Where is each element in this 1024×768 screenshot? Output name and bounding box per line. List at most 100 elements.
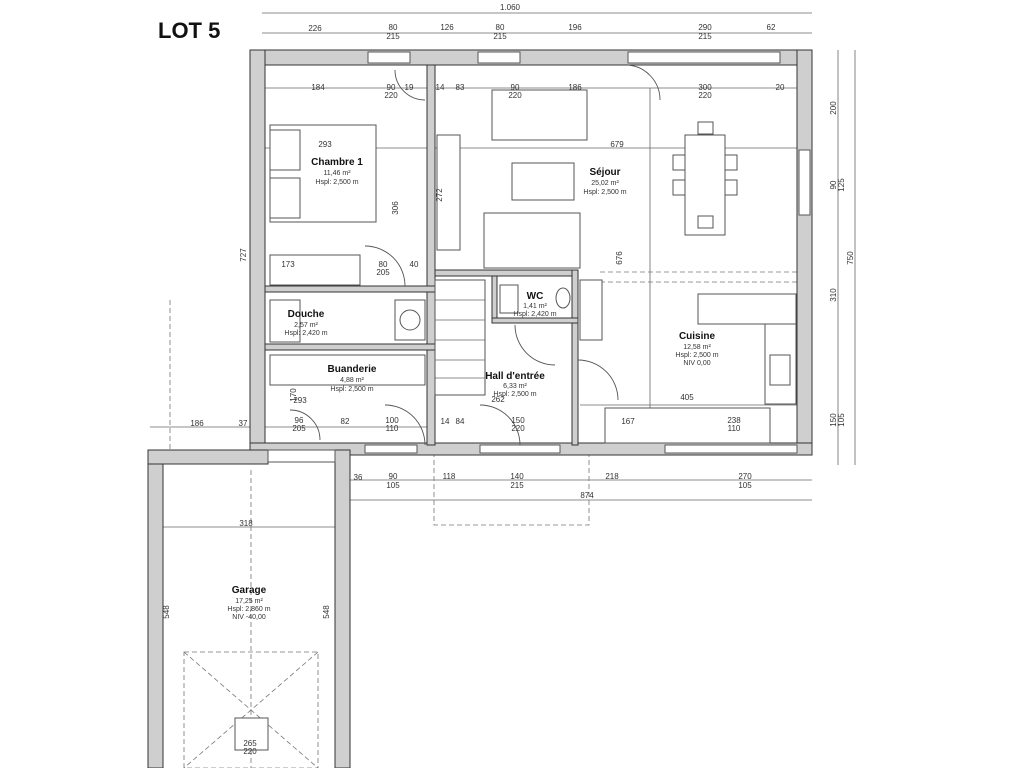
room-douche: Douche 2,57 m² Hspl: 2,420 m (284, 309, 327, 337)
toilet (499, 284, 519, 314)
dimension-label: 262 (491, 395, 505, 404)
dimension-label: 750 (846, 251, 855, 265)
garage-door-passage (267, 449, 336, 463)
room-height: Hspl: 2,500 m (583, 189, 626, 196)
dimension-label: 220 (698, 91, 712, 100)
dimension-label: 100 (385, 416, 399, 425)
room-area: 11,46 m² (323, 170, 351, 177)
room-cuisine: Cuisine 12,58 m² Hspl: 2,500 m NIV 0,00 (675, 331, 718, 367)
dimension-label: 293 (318, 140, 332, 149)
dimension-label: 300 (698, 83, 712, 92)
room-name: Douche (288, 309, 325, 320)
dimension-label: 310 (829, 288, 838, 302)
dimension-label: 186 (190, 419, 204, 428)
dimension-label: 220 (384, 91, 398, 100)
room-name: Garage (232, 585, 267, 596)
room-height: Hspl: 2,860 m (227, 606, 270, 613)
coffee-table (511, 162, 575, 201)
room-sejour: Séjour 25,02 m² Hspl: 2,500 m (583, 167, 626, 196)
dimension-label: 105 (386, 481, 400, 490)
dimension-label: 118 (443, 472, 456, 481)
room-name: Cuisine (679, 331, 716, 342)
room-name: Buanderie (328, 364, 377, 375)
lot-title: LOT 5 (158, 18, 221, 43)
window-sejour-1 (477, 51, 521, 64)
dimension-label: 293 (293, 396, 307, 405)
room-height: Hspl: 2,420 m (513, 311, 556, 318)
dimension-label: 110 (386, 424, 399, 433)
garage-equipment (234, 717, 269, 751)
room-level: NIV -40,00 (232, 614, 266, 621)
window-buanderie (364, 444, 418, 454)
dimension-label: 205 (376, 268, 390, 277)
dimension-label: 220 (508, 91, 522, 100)
dimension-label: 265 (243, 739, 257, 748)
dimension-label: 80 (389, 23, 398, 32)
dimension-label: 226 (308, 24, 322, 33)
dimension-label: 105 (738, 481, 752, 490)
dimension-label: 290 (698, 23, 712, 32)
room-garage: Garage 17,25 m² Hspl: 2,860 m NIV -40,00 (227, 585, 270, 621)
dimension-label: 548 (322, 605, 331, 619)
laundry-cabinets (269, 354, 426, 386)
dimension-label: 676 (615, 251, 624, 265)
staircase (434, 279, 486, 396)
dimension-label: 548 (162, 605, 171, 619)
entrance-door (479, 444, 561, 454)
dimension-label: 96 (295, 416, 304, 425)
room-area: 17,25 m² (235, 598, 263, 605)
dimension-label: 62 (767, 23, 776, 32)
dimension-label: 150 (829, 413, 838, 427)
dimension-label: 82 (341, 417, 350, 426)
room-name: Séjour (589, 167, 620, 178)
room-height: Hspl: 2,420 m (284, 330, 327, 337)
dimension-label: 186 (568, 83, 582, 92)
room-area: 1,41 m² (523, 303, 547, 310)
dimension-label: 679 (610, 140, 624, 149)
dimension-label: 36 (354, 473, 363, 482)
sofa-top (491, 89, 588, 141)
dimension-label: 220 (511, 424, 525, 433)
room-chambre-1: Chambre 1 11,46 m² Hspl: 2,500 m (311, 157, 363, 186)
room-name: Chambre 1 (311, 157, 363, 168)
wardrobe (436, 134, 461, 251)
sofa-bottom (483, 212, 581, 269)
room-height: Hspl: 2,500 m (315, 179, 358, 186)
dimension-label: 14 (441, 417, 450, 426)
dimension-label: 196 (568, 23, 582, 32)
dimension-label: 90 (511, 83, 520, 92)
dimension-label: 110 (728, 424, 741, 433)
dimension-label: 37 (239, 419, 248, 428)
sink (769, 354, 791, 386)
dimension-label: 184 (311, 83, 325, 92)
dimension-label: 215 (698, 32, 712, 41)
closet (269, 254, 361, 286)
dimension-label: 215 (510, 481, 524, 490)
dimension-label: 150 (511, 416, 525, 425)
room-area: 2,57 m² (294, 322, 318, 329)
dimension-label: 125 (837, 178, 846, 192)
dimension-label: 200 (829, 101, 838, 115)
room-name: Hall d'entrée (485, 371, 545, 382)
dimension-label: 306 (391, 201, 400, 215)
room-name: WC (527, 291, 544, 302)
dimension-label: 220 (243, 747, 257, 756)
dimension-label: 1.060 (500, 3, 521, 12)
room-wc: WC 1,41 m² Hspl: 2,420 m (513, 291, 556, 318)
dimension-label: 83 (456, 83, 465, 92)
dimension-label: 84 (456, 417, 465, 426)
dimension-label: 126 (440, 23, 454, 32)
room-area: 4,88 m² (340, 377, 364, 384)
room-level: NIV 0,00 (683, 360, 710, 367)
dimension-label: 215 (493, 32, 507, 41)
dimension-label: 167 (621, 417, 635, 426)
dimension-label: 205 (292, 424, 306, 433)
kitchen-counter (697, 293, 797, 325)
window-sejour-side (798, 149, 811, 216)
room-height: Hspl: 2,500 m (493, 391, 536, 398)
window-chambre (367, 51, 411, 64)
dimension-label: 80 (496, 23, 505, 32)
shower-tray (269, 299, 301, 343)
room-buanderie: Buanderie 4,88 m² Hspl: 2,500 m (328, 364, 377, 393)
